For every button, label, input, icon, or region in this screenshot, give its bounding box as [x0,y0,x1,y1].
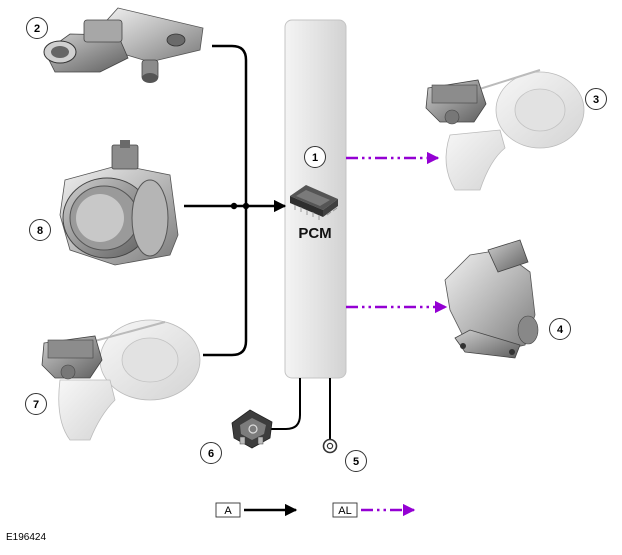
sensor-top-left [43,7,204,83]
svg-text:3: 3 [593,94,599,106]
svg-text:5: 5 [353,456,359,468]
callout-6: 6 [200,442,222,464]
junction-dot [242,202,250,210]
legend: A AL [215,502,416,518]
svg-text:1: 1 [312,152,318,164]
svg-text:6: 6 [208,448,214,460]
callout-5: 5 [345,450,367,472]
fuse [231,409,273,449]
actuator-right [444,239,539,359]
legend-item-a: A [215,502,298,518]
svg-text:2: 2 [34,23,40,35]
pcm-module: PCM [284,19,347,379]
input-wiring [184,44,287,357]
svg-text:AL: AL [338,505,351,517]
output-wiring [346,151,448,314]
turbocharger-bottom-left [41,319,201,441]
legend-item-al: AL [332,502,416,518]
mass-air-flow-sensor [59,140,179,266]
svg-text:8: 8 [37,225,43,237]
callouts: 1 2 3 4 5 6 7 8 [25,17,607,472]
svg-text:7: 7 [33,399,39,411]
callout-4: 4 [549,318,571,340]
svg-text:A: A [224,505,232,517]
junction-dot [230,202,238,210]
turbocharger-actuator-top-right [425,69,585,191]
figure-reference: E196424 [6,532,46,543]
pcm-chip-icon [290,185,338,220]
supply-wiring [270,378,331,440]
callout-3: 3 [585,88,607,110]
callout-2: 2 [26,17,48,39]
callout-8: 8 [29,219,51,241]
pcm-label: PCM [298,225,331,242]
svg-text:4: 4 [557,324,564,336]
ground-connection [322,438,338,454]
callout-1: 1 [304,146,326,168]
callout-7: 7 [25,393,47,415]
